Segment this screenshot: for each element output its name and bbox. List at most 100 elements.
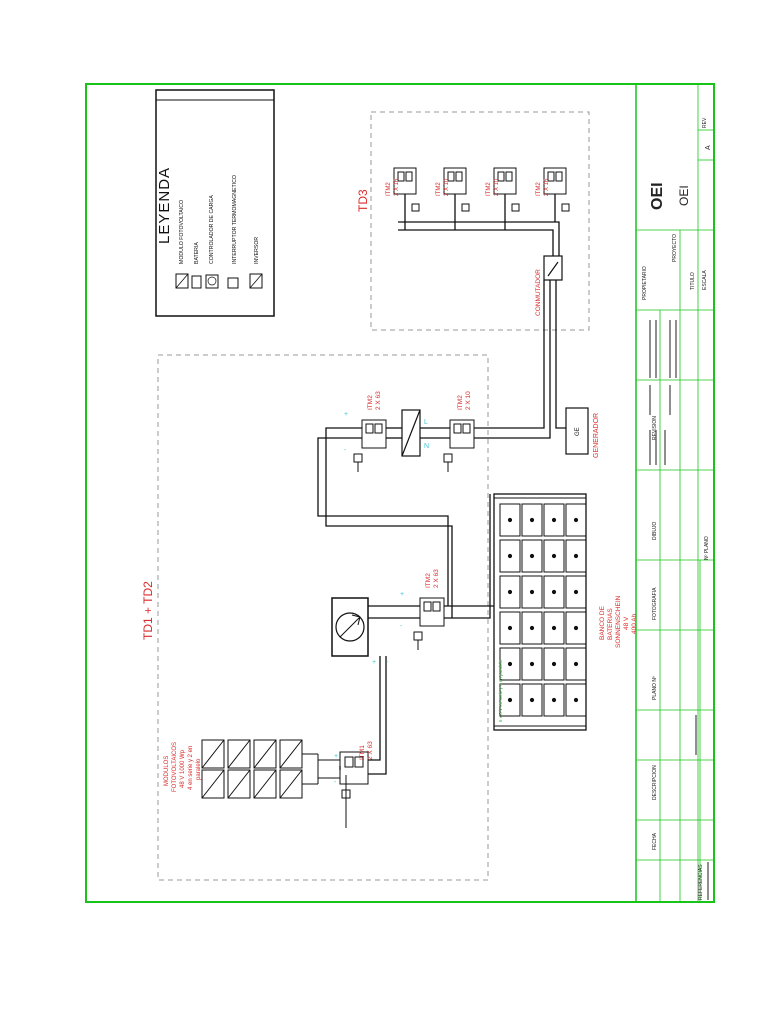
battery-cell bbox=[521, 575, 543, 609]
pv-label: MODULOS FOTOVOLTAICOS 48 V 1000 Wp 4 en … bbox=[164, 742, 202, 792]
battery-label-line: 48 V bbox=[623, 616, 630, 630]
itm2c-breaker bbox=[443, 419, 475, 463]
pv-module bbox=[253, 769, 277, 799]
pv-module bbox=[227, 769, 251, 799]
fecha-label: FECHA bbox=[652, 832, 658, 850]
itm1-rating: 2 X 63 bbox=[367, 741, 374, 760]
battery-cell bbox=[565, 683, 587, 717]
dibujo-label: DIBUJO bbox=[652, 522, 658, 540]
pv-label-line: 4 en serie y 2 en bbox=[188, 746, 194, 790]
legend-item-controller: CONTROLADOR DE CARGA bbox=[209, 195, 215, 264]
battery-cell-terminal bbox=[507, 553, 513, 559]
pv-array bbox=[201, 739, 340, 799]
legend: LEYENDA MODULO FOTOVOLTAICO BATERIA CONT… bbox=[155, 89, 275, 317]
legend-inverter-symbol bbox=[249, 273, 263, 289]
itm2b-rating: 2 X 63 bbox=[375, 391, 382, 410]
td3-itm-rating: 2 X 16 bbox=[394, 178, 400, 196]
terminal-plus: + bbox=[334, 753, 338, 760]
battery-cell-terminal bbox=[507, 661, 513, 667]
battery-cell bbox=[543, 539, 565, 573]
battery-label-line: BANCO DE bbox=[599, 605, 606, 640]
battery-cell-terminal bbox=[551, 697, 557, 703]
battery-label: BANCO DE BATERIAS SONNENSCHEIN 48 V 400 … bbox=[599, 595, 638, 648]
battery-cell-terminal bbox=[551, 553, 557, 559]
title-block-fill-lines bbox=[649, 320, 709, 900]
battery-cell-terminal bbox=[529, 517, 535, 523]
inverter bbox=[401, 409, 421, 457]
terminal-n: N bbox=[424, 443, 429, 450]
battery-cell-terminal bbox=[573, 553, 579, 559]
plano-label: PLANO Nº bbox=[652, 676, 658, 700]
title-block-text: PROPIETARIO PROYECTO TITULO OEI OEI REV … bbox=[642, 117, 712, 900]
logo-mark: OEI bbox=[649, 182, 666, 210]
battery-cell-terminal bbox=[507, 589, 513, 595]
legend-item-inverter: INVERSOR bbox=[254, 237, 260, 264]
legend-controller-symbol bbox=[205, 274, 219, 289]
legend-item-breaker: INTERRUPTOR TERMOMAGNETICO bbox=[232, 175, 238, 264]
itm2c-label: ITM2 bbox=[457, 395, 464, 410]
battery-cell-terminal bbox=[573, 517, 579, 523]
terminal-plus: + bbox=[372, 659, 376, 666]
battery-cell-terminal bbox=[529, 625, 535, 631]
td3-itm-label: ITM2 bbox=[486, 182, 492, 196]
battery-cell bbox=[543, 683, 565, 717]
itm2a-breaker bbox=[413, 597, 445, 641]
itm2c-rating: 2 X 10 bbox=[465, 391, 472, 410]
pv-label-line: 48 V 1000 Wp bbox=[180, 749, 186, 788]
ground-marks bbox=[345, 462, 449, 828]
td3-itm-label: ITM2 bbox=[386, 182, 392, 196]
battery-cell bbox=[543, 611, 565, 645]
battery-cell bbox=[543, 647, 565, 681]
battery-cell bbox=[499, 575, 521, 609]
generator-ge: GE bbox=[575, 427, 581, 436]
td3-itm-rating: 2 X 16 bbox=[544, 178, 550, 196]
battery-cell-terminal bbox=[551, 517, 557, 523]
battery-cell bbox=[499, 611, 521, 645]
battery-cell-terminal bbox=[551, 661, 557, 667]
battery-cell bbox=[499, 683, 521, 717]
legend-battery-symbol bbox=[191, 275, 202, 289]
terminal-l: L bbox=[424, 419, 428, 426]
itm1-breaker bbox=[339, 751, 369, 820]
legend-item-pv: MODULO FOTOVOLTAICO bbox=[179, 200, 185, 264]
generator bbox=[565, 407, 589, 455]
battery-label-line: 400 Ah bbox=[631, 613, 638, 634]
wiring bbox=[317, 194, 566, 775]
battery-cell bbox=[521, 683, 543, 717]
battery-cell bbox=[521, 611, 543, 645]
battery-cell-terminal bbox=[573, 661, 579, 667]
descripcion-label: DESCRIPCION bbox=[652, 765, 658, 800]
itm2a-rating: 2 X 63 bbox=[433, 569, 440, 588]
legend-controller-dial bbox=[207, 276, 217, 286]
td3-breakers bbox=[393, 167, 570, 212]
terminal-marks: + - + - + - + - L N bbox=[334, 411, 429, 786]
zone-td12-label: TD1 + TD2 bbox=[141, 581, 155, 640]
battery-cell-terminal bbox=[551, 625, 557, 631]
battery-cell-terminal bbox=[551, 589, 557, 595]
terminal-plus: + bbox=[400, 591, 404, 598]
pv-module bbox=[227, 739, 251, 769]
itm2a-label: ITM2 bbox=[425, 573, 432, 588]
td3-itm-rating: 2 X 10 bbox=[444, 178, 450, 196]
battery-cell-terminal bbox=[529, 661, 535, 667]
battery-cell-terminal bbox=[573, 589, 579, 595]
terminal-minus: - bbox=[386, 659, 389, 666]
propietario-label: PROPIETARIO bbox=[642, 266, 648, 300]
legend-pv-symbol bbox=[175, 273, 189, 289]
td3-itm-label: ITM2 bbox=[436, 182, 442, 196]
legend-item-battery: BATERIA bbox=[194, 242, 200, 264]
battery-cell-terminal bbox=[507, 517, 513, 523]
battery-label-line: SONNENSCHEIN bbox=[615, 595, 622, 648]
referencias-label: REFERENCIAS bbox=[698, 864, 704, 900]
logo-mark-secondary: OEI bbox=[677, 185, 691, 206]
battery-cell-terminal bbox=[573, 697, 579, 703]
drawing-border bbox=[85, 83, 715, 903]
nplano-label: Nº PLANO bbox=[704, 536, 710, 560]
title-block bbox=[636, 84, 714, 902]
pv-label-line: FOTOVOLTAICOS bbox=[172, 742, 178, 792]
pv-label-line: MODULOS bbox=[164, 756, 170, 786]
revision-label: REVISION bbox=[652, 416, 658, 440]
terminal-minus: - bbox=[334, 779, 337, 786]
battery-cell bbox=[565, 539, 587, 573]
